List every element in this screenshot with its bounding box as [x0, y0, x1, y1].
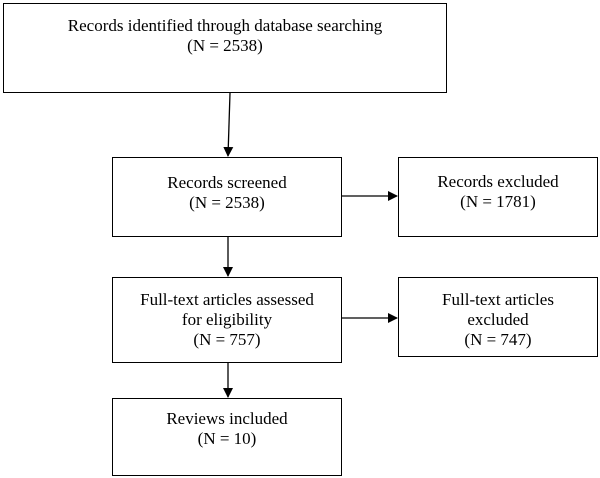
fulltext-excluded-box: Full-text articles excluded (N = 747)	[398, 277, 598, 357]
fulltext-assessed-label-line2: for eligibility	[181, 310, 273, 329]
records-identified-box: Records identified through database sear…	[3, 3, 447, 93]
reviews-included-box: Reviews included (N = 10)	[112, 398, 342, 476]
records-screened-count: (N = 2538)	[189, 193, 265, 212]
fulltext-excluded-label-line1: Full-text articles	[442, 290, 554, 309]
records-excluded-box: Records excluded (N = 1781)	[398, 157, 598, 237]
fulltext-excluded-count: (N = 747)	[464, 330, 532, 349]
reviews-included-count: (N = 10)	[197, 429, 257, 448]
records-identified-label: Records identified through database sear…	[67, 16, 383, 35]
records-excluded-label: Records excluded	[437, 172, 559, 191]
fulltext-assessed-label-line1: Full-text articles assessed	[140, 290, 314, 309]
records-excluded-count: (N = 1781)	[460, 192, 536, 211]
records-screened-box: Records screened (N = 2538)	[112, 157, 342, 237]
records-screened-label: Records screened	[167, 173, 287, 192]
fulltext-excluded-label-line2: excluded	[467, 310, 529, 329]
records-identified-count: (N = 2538)	[187, 36, 263, 55]
fulltext-assessed-box: Full-text articles assessed for eligibil…	[112, 277, 342, 363]
arrow-identified-to-screened	[223, 92, 234, 157]
fulltext-assessed-count: (N = 757)	[193, 330, 261, 349]
reviews-included-label: Reviews included	[166, 409, 288, 428]
